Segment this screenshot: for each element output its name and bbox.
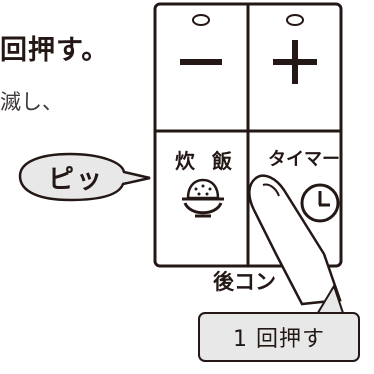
sound-label: ピッ: [47, 164, 104, 195]
plus-icon: [273, 40, 317, 84]
rice-bowl-icon: [182, 178, 224, 218]
sound-speech-bubble: [18, 152, 151, 202]
keep-warm-button-label: 後コン: [213, 270, 276, 294]
instruction-subtext: 滅し、: [0, 90, 63, 114]
pressing-finger-icon: [248, 174, 342, 306]
clock-icon: [300, 183, 340, 223]
rice-cook-button-label[interactable]: 炊 飯: [175, 149, 237, 173]
sound-label-box: ピッ: [20, 154, 132, 200]
press-once-callout: 1 回押す: [198, 312, 360, 362]
indicator-lamp-plus: [286, 14, 304, 26]
instruction-heading: 回押す。: [0, 35, 110, 66]
plus-button[interactable]: [273, 14, 317, 84]
callout-label: 1 回押す: [233, 327, 325, 352]
indicator-lamp-minus: [192, 14, 210, 26]
timer-button-label[interactable]: タイマー: [268, 149, 340, 170]
callout-pointer: [315, 283, 345, 317]
minus-button[interactable]: [180, 14, 222, 65]
